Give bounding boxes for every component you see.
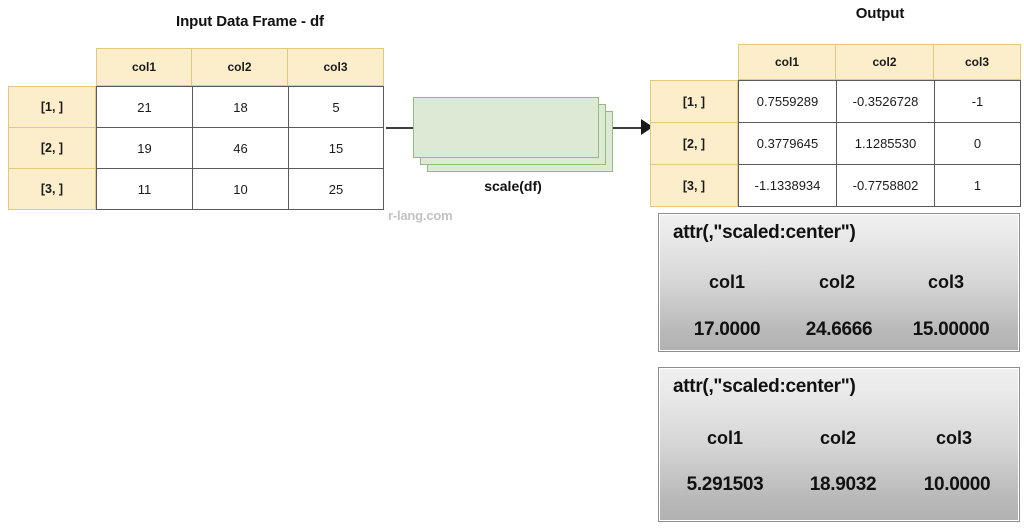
watermark: r-lang.com bbox=[388, 208, 453, 223]
input-cell-r3c3: 25 bbox=[288, 168, 384, 210]
output-cell-r1c2: -0.3526728 bbox=[836, 80, 934, 122]
input-corner-cell bbox=[8, 48, 96, 86]
output-data-frame-table: col1 col2 col3 [1, ] 0.7559289 -0.352672… bbox=[650, 44, 1021, 207]
input-cell-r1c2: 18 bbox=[192, 86, 288, 127]
attr-center-col2-label: col2 bbox=[818, 272, 856, 292]
input-header-col3: col3 bbox=[288, 48, 384, 86]
output-header-row: col1 col2 col3 bbox=[650, 44, 1021, 80]
input-to-process-connector bbox=[386, 127, 415, 129]
table-row: [3, ] -1.1338934 -0.7758802 1 bbox=[650, 164, 1021, 207]
input-row-label-1: [1, ] bbox=[8, 86, 96, 127]
output-cell-r2c1: 0.3779645 bbox=[738, 122, 836, 164]
input-header-row: col1 col2 col3 bbox=[8, 48, 384, 86]
attr-scale-column-headers: col1 col2 col3 bbox=[667, 428, 1017, 449]
table-row: [2, ] 0.3779645 1.1285530 0 bbox=[650, 122, 1021, 164]
input-row-label-2: [2, ] bbox=[8, 127, 96, 168]
attr-scale-value-col1: 5.291503 bbox=[686, 474, 764, 495]
input-cell-r1c3: 5 bbox=[288, 86, 384, 127]
input-cell-r2c1: 19 bbox=[96, 127, 192, 168]
output-cell-r3c3: 1 bbox=[934, 164, 1021, 207]
input-cell-r2c3: 15 bbox=[288, 127, 384, 168]
input-row-label-3: [3, ] bbox=[8, 168, 96, 210]
output-cell-r1c1: 0.7559289 bbox=[738, 80, 836, 122]
input-cell-r3c2: 10 bbox=[192, 168, 288, 210]
output-cell-r3c1: -1.1338934 bbox=[738, 164, 836, 207]
table-row: [1, ] 0.7559289 -0.3526728 -1 bbox=[650, 80, 1021, 122]
attr-scaled-scale-panel: attr(,"scaled:center") col1 col2 col3 5.… bbox=[658, 367, 1020, 522]
attr-center-title: attr(,"scaled:center") bbox=[673, 222, 856, 243]
input-data-frame-table: col1 col2 col3 [1, ] 21 18 5 [2, ] 19 46… bbox=[8, 48, 384, 210]
attr-center-value-col2: 24.6666 bbox=[805, 319, 873, 340]
output-header-col3: col3 bbox=[934, 44, 1021, 80]
input-header-col2: col2 bbox=[192, 48, 288, 86]
attr-scale-value-col3: 10.0000 bbox=[923, 474, 991, 495]
input-cell-r1c1: 21 bbox=[96, 86, 192, 127]
output-cell-r2c3: 0 bbox=[934, 122, 1021, 164]
attr-scale-col3-label: col3 bbox=[935, 428, 973, 448]
scale-process-box-stack bbox=[413, 97, 613, 172]
attr-center-column-headers: col1 col2 col3 bbox=[671, 272, 1001, 293]
table-row: [1, ] 21 18 5 bbox=[8, 86, 384, 127]
attr-scale-value-col2: 18.9032 bbox=[809, 474, 877, 495]
input-cell-r3c1: 11 bbox=[96, 168, 192, 210]
process-box-front bbox=[413, 97, 599, 158]
output-row-label-1: [1, ] bbox=[650, 80, 738, 122]
input-cell-r2c2: 46 bbox=[192, 127, 288, 168]
output-cell-r3c2: -0.7758802 bbox=[836, 164, 934, 207]
output-cell-r2c2: 1.1285530 bbox=[836, 122, 934, 164]
process-to-output-connector bbox=[613, 127, 643, 129]
attr-center-values: 17.0000 24.6666 15.00000 bbox=[671, 319, 1007, 341]
input-table-title: Input Data Frame - df bbox=[176, 13, 324, 30]
output-row-label-2: [2, ] bbox=[650, 122, 738, 164]
attr-scaled-center-panel: attr(,"scaled:center") col1 col2 col3 17… bbox=[658, 213, 1020, 352]
output-corner-cell bbox=[650, 44, 738, 80]
attr-scale-col2-label: col2 bbox=[819, 428, 857, 448]
output-row-label-3: [3, ] bbox=[650, 164, 738, 207]
output-table-title: Output bbox=[855, 5, 905, 22]
output-header-col1: col1 bbox=[738, 44, 836, 80]
attr-center-value-col3: 15.00000 bbox=[912, 319, 990, 340]
input-header-col1: col1 bbox=[96, 48, 192, 86]
attr-center-col1-label: col1 bbox=[708, 272, 746, 292]
attr-scale-values: 5.291503 18.9032 10.0000 bbox=[663, 474, 1017, 496]
attr-scale-col1-label: col1 bbox=[706, 428, 744, 448]
output-header-col2: col2 bbox=[836, 44, 934, 80]
attr-center-value-col1: 17.0000 bbox=[693, 319, 761, 340]
attr-scale-title: attr(,"scaled:center") bbox=[673, 376, 856, 397]
table-row: [2, ] 19 46 15 bbox=[8, 127, 384, 168]
output-cell-r1c3: -1 bbox=[934, 80, 1021, 122]
table-row: [3, ] 11 10 25 bbox=[8, 168, 384, 210]
attr-center-col3-label: col3 bbox=[927, 272, 965, 292]
process-label: scale(df) bbox=[484, 178, 542, 194]
